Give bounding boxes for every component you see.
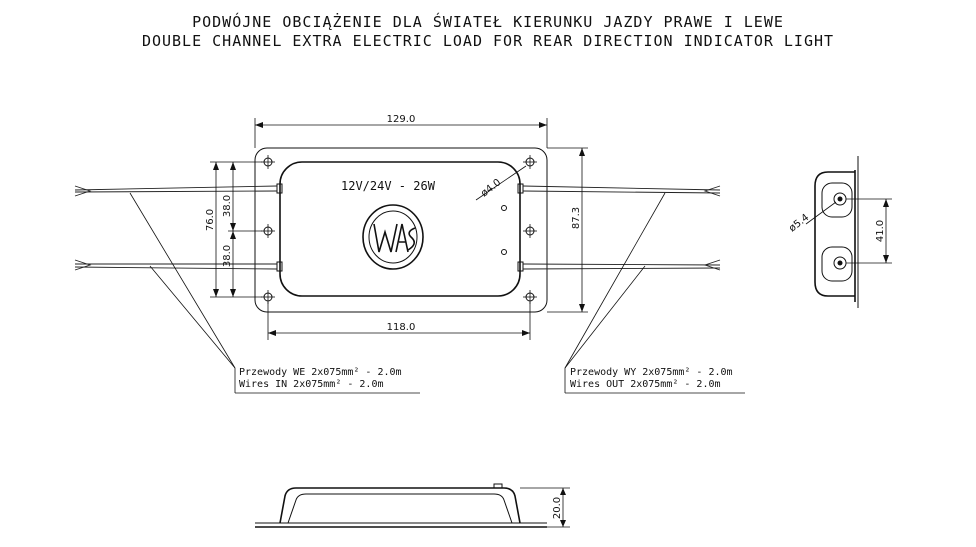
dim-height-right: 87.3 <box>547 147 588 313</box>
output-wires <box>522 185 721 271</box>
svg-text:129.0: 129.0 <box>387 114 416 125</box>
corner-holes <box>261 155 537 304</box>
leader-lines <box>129 192 745 394</box>
bottom-view: 20.0 <box>255 483 570 528</box>
dim-width-top: 129.0 <box>254 114 548 148</box>
side-hole-label: ø5.4 <box>787 212 811 234</box>
rating-label: 12V/24V - 26W <box>341 179 436 193</box>
wires-in-note-en: Wires IN 2x075mm² - 2.0m <box>239 379 384 390</box>
wires-out-note-en: Wires OUT 2x075mm² - 2.0m <box>570 379 721 390</box>
svg-text:38.0: 38.0 <box>222 195 233 217</box>
svg-text:76.0: 76.0 <box>205 209 216 231</box>
wires-in-note-pl: Przewody WE 2x075mm² - 2.0m <box>239 367 402 378</box>
dim-halves: 38.0 38.0 <box>222 162 262 297</box>
was-logo <box>362 204 424 270</box>
dim-height-left: 76.0 <box>205 161 262 298</box>
svg-text:87.3: 87.3 <box>571 207 582 229</box>
title-line-polish: PODWÓJNE OBCIĄŻENIE DLA ŚWIATEŁ KIERUNKU… <box>192 13 784 31</box>
dim-width-bottom: 118.0 <box>267 302 531 340</box>
title-line-english: DOUBLE CHANNEL EXTRA ELECTRIC LOAD FOR R… <box>141 32 835 50</box>
input-wires <box>74 185 278 271</box>
mounting-plate <box>254 147 548 313</box>
side-view: 41.0 ø5.4 <box>787 156 892 308</box>
side-spacing-label: 41.0 <box>875 220 886 242</box>
wires-out-note-pl: Przewody WY 2x075mm² - 2.0m <box>570 367 733 378</box>
hole-diameter-label: ø4.0 <box>479 177 503 199</box>
svg-text:118.0: 118.0 <box>387 322 416 333</box>
bottom-height-label: 20.0 <box>552 497 563 519</box>
svg-text:38.0: 38.0 <box>222 245 233 267</box>
housing-outline <box>279 161 521 297</box>
front-view: 12V/24V - 26W ø4.0 129.0 118.0 87.3 <box>74 114 745 394</box>
